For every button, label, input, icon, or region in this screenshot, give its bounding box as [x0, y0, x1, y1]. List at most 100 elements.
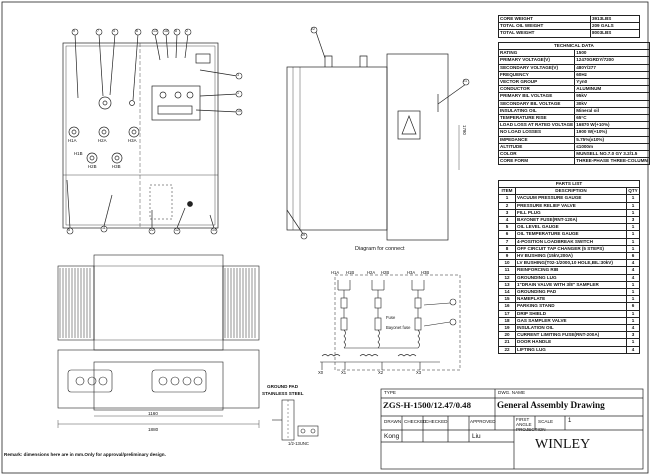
tech-value: 16870 W(+10%): [574, 121, 650, 130]
part-item: 11: [498, 266, 516, 275]
ground-pad-title: GROUND PAD: [267, 384, 299, 389]
label-h3a: H3A: [128, 138, 137, 143]
lv-terminal-label: X3: [416, 370, 422, 375]
parts-list-title: PARTS LIST: [498, 179, 640, 189]
part-description: GAS SAMPLER VALVE: [515, 316, 627, 326]
part-description: DOOR HANDLE: [515, 338, 627, 347]
type-value: ZGS-H-1500/12.47/0.48: [383, 400, 471, 410]
part-item: 4: [498, 216, 516, 225]
tech-label: PRIMARY VOLTAGE(V): [497, 56, 576, 65]
part-item: 19: [498, 324, 516, 333]
front-callout-number: 10: [237, 109, 241, 113]
part-description: 4-POSITION LOADBREAK SWITCH: [515, 237, 627, 246]
approved-label: APPROVED: [470, 419, 496, 424]
part-description: INSULATION OIL: [515, 324, 627, 333]
part-item: 21: [498, 338, 516, 347]
part-description: OIL TEMPERATURE GAUGE: [515, 230, 627, 239]
connection-diagram: [320, 274, 461, 371]
dwg-name-label: DWG. NAME: [498, 390, 526, 395]
part-description: REINFORCING RIB: [515, 266, 627, 275]
side-callout-markers: [300, 26, 470, 240]
part-qty: 1: [626, 208, 640, 218]
part-description: OIL LEVEL GAUGE: [515, 223, 627, 232]
tech-label: TEMPERATURE RISE: [497, 114, 576, 123]
tech-value: Yyn0: [574, 78, 650, 87]
dim-width: 1880: [148, 427, 159, 432]
tech-value: ≤1000m: [574, 142, 650, 152]
tech-row: ALTITUDE≤1000m: [497, 142, 650, 152]
checked2-label: CHECKED: [425, 419, 448, 424]
part-qty: 3: [626, 331, 640, 340]
front-callout-number: 4: [113, 29, 115, 33]
side-callout-number: 22: [311, 27, 315, 31]
part-qty: 1: [626, 230, 640, 239]
part-item: 14: [498, 288, 516, 297]
diagram-title: Diagram for connect: [355, 246, 405, 252]
part-qty: 1: [626, 280, 640, 290]
type-label: TYPE: [384, 390, 396, 395]
tech-value: 1500: [574, 49, 650, 58]
part-description: GROUNDING PAD: [515, 288, 627, 297]
title-block-grid: [380, 388, 644, 470]
radiator-fins: [59, 268, 256, 338]
tech-value: 1900 W(+10%): [574, 128, 650, 137]
side-callout-number: 19: [301, 233, 305, 237]
part-item: 1: [498, 194, 516, 203]
part-qty: 1: [626, 194, 640, 203]
drawn-label: DRAWN: [384, 419, 402, 424]
part-item: 13: [498, 280, 516, 290]
part-qty: 1: [626, 338, 640, 347]
part-qty: 1: [626, 223, 640, 232]
projection-label: FIRST ANGLE PROJECTION: [516, 417, 546, 432]
drawn-by: Kong: [384, 433, 400, 440]
bayonet-fuse-label: Bayonet fuse: [386, 325, 411, 330]
part-item: 6: [498, 230, 516, 239]
lv-terminal-label: X1: [341, 370, 347, 375]
front-callout-number: 22: [150, 228, 154, 232]
lv-terminal-label: X2: [378, 370, 384, 375]
part-description: GROUNDING LUG: [515, 273, 627, 282]
hv-terminal-label: H2B: [381, 270, 390, 275]
tech-value: ALUMINUM: [574, 85, 650, 94]
lv-terminal-label: X0: [318, 370, 324, 375]
part-qty: 4: [626, 273, 640, 282]
front-callout-number: 6: [136, 29, 138, 33]
part-item: 8: [498, 244, 516, 254]
label-h3b: H3B: [112, 164, 121, 169]
part-item: 15: [498, 295, 516, 304]
part-item: 3: [498, 208, 516, 218]
label-h1a: H1A: [68, 138, 77, 143]
weight-value: 3913LBS: [589, 14, 641, 24]
tech-value: 95kV: [574, 92, 650, 101]
tech-label: ALTITUDE: [497, 142, 576, 152]
part-item: 18: [498, 316, 516, 326]
part-qty: 1: [626, 201, 640, 210]
part-qty: 3: [626, 216, 640, 225]
parts-header-item: ITEM: [498, 187, 516, 196]
part-item: 20: [498, 331, 516, 340]
label-h2a: H2A: [98, 138, 107, 143]
part-item: 22: [498, 345, 516, 354]
tech-value: 65°C: [574, 114, 650, 123]
ground-pad-detail: [272, 399, 319, 441]
tech-value: MUNSELL NO.7.0 GY 3.2/1.5: [574, 150, 650, 159]
tech-value: THREE-PHASE THREE-COLUMN: [574, 157, 650, 166]
